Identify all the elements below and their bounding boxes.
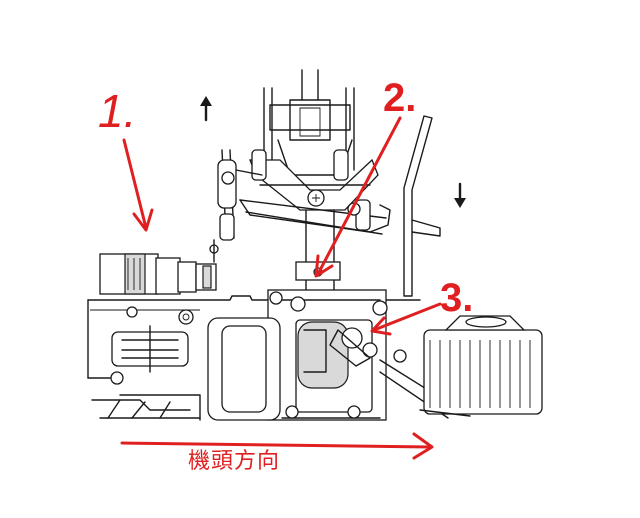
annotation-arrow-1 [122,138,154,232]
annotation-label-3: 3. [440,276,474,320]
tail-boom-bracket [99,239,219,325]
servo-slot [110,306,189,385]
motor [379,315,543,419]
direction-caption: 機頭方向 [188,448,281,473]
forward-direction-arrow [120,432,434,460]
annotation-label-2: 2. [383,76,417,120]
annotation-arrow-3 [370,302,442,336]
pushrods [217,69,319,241]
swashplate-linkage [239,87,391,235]
servo-mount-block [207,289,407,421]
bent-control-rod [403,115,441,297]
up-arrow-icon [200,96,212,122]
annotation-label-1: 1. [98,85,137,137]
down-arrow-icon [454,182,466,208]
annotation-arrow-2 [314,116,402,278]
